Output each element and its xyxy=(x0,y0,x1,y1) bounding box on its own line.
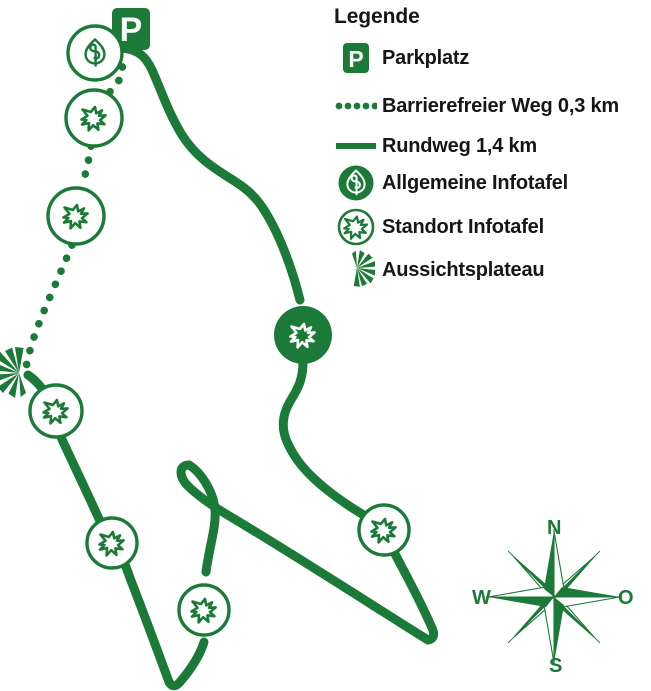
legend-item-label: Allgemeine Infotafel xyxy=(382,172,569,194)
general-info-board-icon xyxy=(332,161,380,205)
map-marker-location-info-board[interactable] xyxy=(28,383,84,439)
legend-item-barrierefreier-weg[interactable]: Barrierefreier Weg 0,3 km xyxy=(332,84,651,128)
map-marker-location-info-board-active[interactable] xyxy=(274,306,332,364)
map-marker-location-info-board[interactable] xyxy=(64,88,124,148)
map-marker-location-info-board[interactable] xyxy=(357,503,411,557)
compass-rose: N S W O xyxy=(466,505,641,685)
legend-item-label: Rundweg 1,4 km xyxy=(382,135,538,157)
legend-item-label: Standort Infotafel xyxy=(382,216,544,238)
legend-item-label: Barrierefreier Weg 0,3 km xyxy=(382,95,619,117)
map-marker-parking[interactable]: P xyxy=(112,8,150,50)
compass-label-south: S xyxy=(549,655,563,677)
legend-item-parkplatz[interactable]: P Parkplatz xyxy=(332,36,651,80)
rundweg-trail-path xyxy=(23,43,439,691)
map-marker-viewing-platform[interactable] xyxy=(0,347,26,398)
map-marker-location-info-board[interactable] xyxy=(85,516,139,570)
map-parking-label: P xyxy=(120,11,143,49)
compass-label-west: W xyxy=(472,587,491,609)
barrierefreier-weg-path xyxy=(22,50,127,372)
legend-title: Legende xyxy=(334,5,420,28)
parking-sign-icon: P xyxy=(332,36,380,80)
svg-text:P: P xyxy=(348,46,363,72)
map-marker-location-info-board[interactable] xyxy=(46,186,106,246)
legend-item-aussichtsplateau[interactable]: Aussichtsplateau xyxy=(332,248,651,292)
legend-item-label: Aussichtsplateau xyxy=(382,259,545,281)
dotted-line-icon xyxy=(332,84,380,128)
legend-item-label: Parkplatz xyxy=(382,47,470,69)
compass-label-north: N xyxy=(547,517,562,539)
legend-item-rundweg[interactable]: Rundweg 1,4 km xyxy=(332,124,651,168)
location-info-board-icon xyxy=(332,205,380,249)
legend-item-standort-infotafel[interactable]: Standort Infotafel xyxy=(332,205,651,249)
map-marker-location-info-board[interactable] xyxy=(177,583,231,637)
solid-line-icon xyxy=(332,124,380,168)
legend-item-allgemeine-infotafel[interactable]: Allgemeine Infotafel xyxy=(332,161,651,205)
map-marker-general-info-board[interactable] xyxy=(66,24,124,82)
compass-rose-star xyxy=(486,529,622,665)
compass-label-east: O xyxy=(618,587,634,609)
viewing-platform-icon xyxy=(332,248,380,292)
